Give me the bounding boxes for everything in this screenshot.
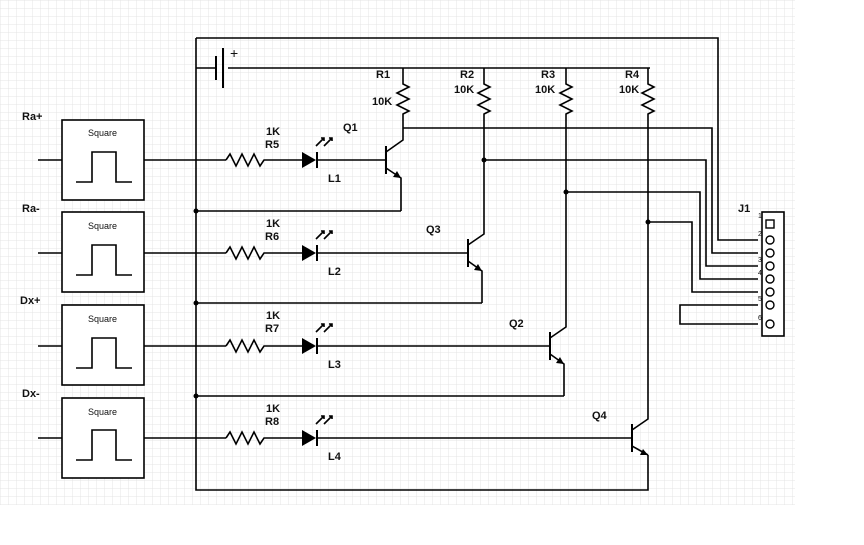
- transistor-q4: [631, 222, 649, 456]
- pullup-ref-label: R3: [541, 69, 555, 81]
- pin-number: 4: [758, 270, 762, 277]
- channel-ra-plus: Ra+ Square 1K R5 L1 Q1: [22, 111, 404, 212]
- pullup-ref-label: R1: [376, 69, 390, 81]
- led-label: L4: [328, 451, 342, 463]
- pullup-value-label: 10K: [535, 84, 555, 96]
- connector-ref-label: J1: [738, 203, 750, 215]
- resistor-r6: [225, 245, 302, 261]
- resistor-value-label: 1K: [266, 310, 280, 322]
- pin-number: 6: [758, 315, 762, 322]
- pullup-ref-label: R4: [625, 69, 640, 81]
- connector-pin-7: [765, 300, 775, 310]
- transistor-label: Q2: [509, 318, 524, 330]
- transistor-q2: [549, 192, 567, 396]
- led-label: L3: [328, 359, 341, 371]
- input-label: Ra+: [22, 111, 43, 123]
- connector-pin-4: [765, 261, 775, 271]
- resistor-value-label: 1K: [266, 126, 280, 138]
- connector-pin-2: [765, 235, 775, 245]
- led-l1: [302, 137, 333, 168]
- input-label: Ra-: [22, 203, 40, 215]
- pullup-r2: R2 10K: [454, 68, 492, 128]
- pullup-ref-label: R2: [460, 69, 474, 81]
- square-wave-source: [61, 304, 145, 386]
- source-label: Square: [88, 221, 117, 231]
- transistor-label: Q4: [592, 410, 608, 422]
- source-label: Square: [88, 407, 117, 417]
- connector-extra-wires: [679, 304, 758, 325]
- pin-number: 1: [758, 213, 762, 220]
- resistor-ref-label: R8: [265, 416, 279, 428]
- resistor-ref-label: R6: [265, 231, 279, 243]
- pullup-value-label: 10K: [619, 84, 639, 96]
- transistor-q3: [467, 160, 485, 303]
- pin-number: 3: [758, 257, 762, 264]
- resistor-value-label: 1K: [266, 218, 280, 230]
- led-label: L2: [328, 266, 341, 278]
- pullup-r3: R3 10K: [535, 68, 574, 128]
- ground-rail: [195, 38, 649, 491]
- transistor-q1: [385, 128, 404, 211]
- supply-rail: [196, 37, 758, 241]
- pin-number: 5: [758, 296, 762, 303]
- square-wave-icon: [76, 151, 132, 183]
- resistor-ref-label: R7: [265, 323, 279, 335]
- led-l4: [302, 415, 333, 446]
- transistor-label: Q3: [426, 224, 441, 236]
- source-label: Square: [88, 314, 117, 324]
- source-label: Square: [88, 128, 117, 138]
- input-label: Dx+: [20, 295, 41, 307]
- pullup-value-label: 10K: [372, 96, 392, 108]
- connector-j1: J1 1 2 3 4 5 6: [738, 203, 785, 337]
- square-wave-icon: [76, 429, 132, 461]
- resistor-ref-label: R5: [265, 139, 279, 151]
- battery-plus-label: +: [230, 45, 238, 61]
- output-wires: [403, 127, 758, 293]
- connector-pin-6: [765, 287, 775, 297]
- channel-ra-minus: Ra- Square 1K R6 L2 Q3: [22, 160, 485, 304]
- square-wave-icon: [76, 337, 132, 369]
- resistor-r8: [225, 430, 302, 446]
- connector-pin-5: [765, 274, 775, 284]
- square-wave-source: [61, 211, 145, 293]
- square-wave-icon: [76, 244, 132, 276]
- channel-dx-minus: Dx- Square 1K R8 L4 Q4: [22, 222, 649, 479]
- connector-pin-8: [765, 319, 775, 329]
- connector-pin-1: [765, 219, 775, 229]
- led-label: L1: [328, 173, 341, 185]
- resistor-r7: [225, 338, 302, 354]
- resistor-r5: [225, 152, 302, 168]
- pullup-r4: R4 10K: [619, 68, 656, 128]
- pin-number: 2: [758, 231, 762, 238]
- channel-dx-plus: Dx+ Square 1K R7 L3 Q2: [20, 192, 567, 397]
- resistor-value-label: 1K: [266, 403, 280, 415]
- input-label: Dx-: [22, 388, 40, 400]
- battery-symbol: +: [215, 45, 238, 88]
- transistor-label: Q1: [343, 122, 358, 134]
- pullup-r1: R1 10K: [372, 68, 411, 128]
- connector-pin-3: [765, 248, 775, 258]
- pullup-value-label: 10K: [454, 84, 474, 96]
